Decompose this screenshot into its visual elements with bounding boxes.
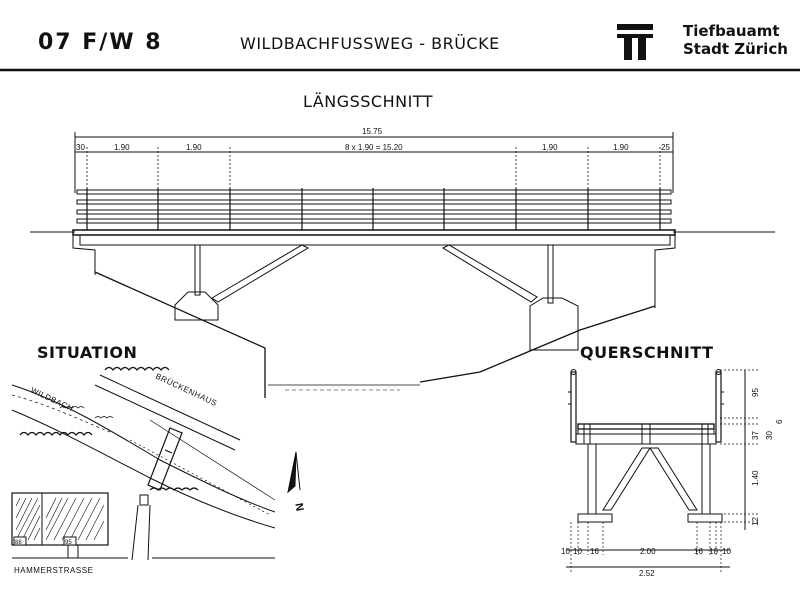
dim-q-bottom-10c: 10 (709, 547, 718, 556)
dim-q-bottom-16-left: 16 (590, 547, 599, 556)
dim-total-length: 15.75 (362, 127, 383, 136)
dim-q-bottom-mid: 2.00 (640, 547, 656, 556)
label-house-88: 88 (15, 540, 22, 546)
plan-code: 07 F/W 8 (38, 30, 163, 55)
dim-q-bottom-10d: 10 (722, 547, 731, 556)
cross-section (566, 369, 760, 572)
label-wildbach: WILDBACH (29, 386, 75, 414)
longitudinal-section (30, 132, 775, 398)
dim-q-95: 95 (751, 388, 760, 397)
tiefbauamt-logo-icon (617, 24, 653, 60)
label-house-95: 95 (65, 540, 72, 546)
dim-q-bottom-10a: 10 (561, 547, 570, 556)
dim-q-bottom-10b: 10 (573, 547, 582, 556)
dim-q-bottom-total: 2.52 (639, 569, 655, 578)
dim-end-right: 25 (661, 143, 670, 152)
dim-bay-left-2: 1.90 (186, 143, 202, 152)
plan-title: WILDBACHFUSSWEG - BRÜCKE (240, 34, 500, 53)
organization-name: Tiefbauamt (683, 22, 780, 40)
dim-bay-right-2: 1.90 (613, 143, 629, 152)
cross-section-dimension-labels: 95 6 30 37 1.40 12 10 10 16 2.00 16 10 1… (561, 388, 784, 578)
north-label: N (292, 502, 305, 512)
dim-q-30: 30 (765, 431, 774, 440)
dim-bay-right-1: 1.90 (542, 143, 558, 152)
dim-q-12: 12 (751, 517, 760, 526)
section-title-situation: SITUATION (37, 343, 138, 362)
dim-bay-left-1: 1.90 (114, 143, 130, 152)
dim-end-left: 30 (76, 143, 85, 152)
dim-bays-span: 8 x 1.90 = 15.20 (345, 143, 403, 152)
dim-q-bottom-16-right: 16 (694, 547, 703, 556)
longitudinal-dimension-labels: 15.75 30 1.90 1.90 8 x 1.90 = 15.20 1.90… (76, 127, 670, 152)
dim-q-140: 1.40 (751, 470, 760, 486)
dim-q-37: 37 (751, 431, 760, 440)
section-title-laengsschnitt: LÄNGSSCHNITT (303, 92, 434, 111)
section-title-querschnitt: QUERSCHNITT (580, 343, 714, 362)
dim-q-6: 6 (775, 419, 784, 424)
label-brueckenhaus: BRÜCKENHAUS (154, 372, 218, 408)
label-hammerstrasse: HAMMERSTRASSE (14, 566, 93, 575)
site-plan (11, 366, 301, 561)
organization-city: Stadt Zürich (683, 40, 788, 58)
